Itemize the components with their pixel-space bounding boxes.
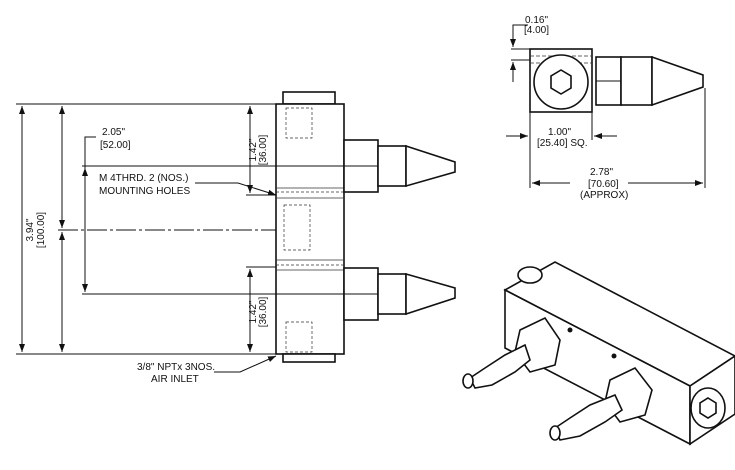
top-offset-mm: [36.00] (258, 134, 269, 165)
dimension-lines (19, 106, 277, 373)
mounting-note-line1: M 4THRD. 2 (NOS.) (99, 173, 188, 184)
overall-height-in: 3.94" (25, 218, 36, 241)
upper-nozzle-fitting (343, 139, 456, 193)
thread-bands (276, 107, 344, 353)
inlet-note-line1: 3/8" NPTx 3NOS. (137, 362, 215, 373)
mounting-note-line2: MOUNTING HOLES (99, 186, 190, 197)
lower-nozzle-fitting (343, 267, 456, 321)
square-mm: [25.40] SQ. (537, 138, 588, 149)
bottom-offset-in: 1.42" (248, 300, 259, 323)
inlet-note-line2: AIR INLET (151, 374, 199, 385)
length-mm: [70.60] (588, 179, 619, 190)
length-in: 2.78" (590, 167, 613, 178)
side-view: 0.16" [4.00] 1.00" [25.40] SQ. 2.78" [70… (506, 15, 706, 201)
bottom-offset-mm: [36.00] (258, 296, 269, 327)
isometric-view (462, 261, 735, 446)
length-note: (APPROX) (580, 190, 628, 201)
top-cap (282, 91, 336, 105)
bottom-cap (282, 353, 336, 363)
front-view: 3.94" [100.00] 2.05" [52.00] 1.42" [36.0… (16, 91, 456, 385)
top-offset-in: 1.42" (248, 138, 259, 161)
offset-mm: [4.00] (524, 25, 549, 36)
iso-nozzle-upper (462, 316, 561, 389)
overall-height-mm: [100.00] (36, 212, 47, 248)
hole-spacing-mm: [52.00] (100, 140, 131, 151)
square-in: 1.00" (548, 127, 571, 138)
offset-in: 0.16" (525, 15, 548, 26)
iso-nozzle-lower (549, 366, 653, 441)
hex-socket-icon (550, 69, 572, 95)
extension-lines (16, 103, 344, 355)
hole-spacing-in: 2.05" (102, 127, 125, 138)
